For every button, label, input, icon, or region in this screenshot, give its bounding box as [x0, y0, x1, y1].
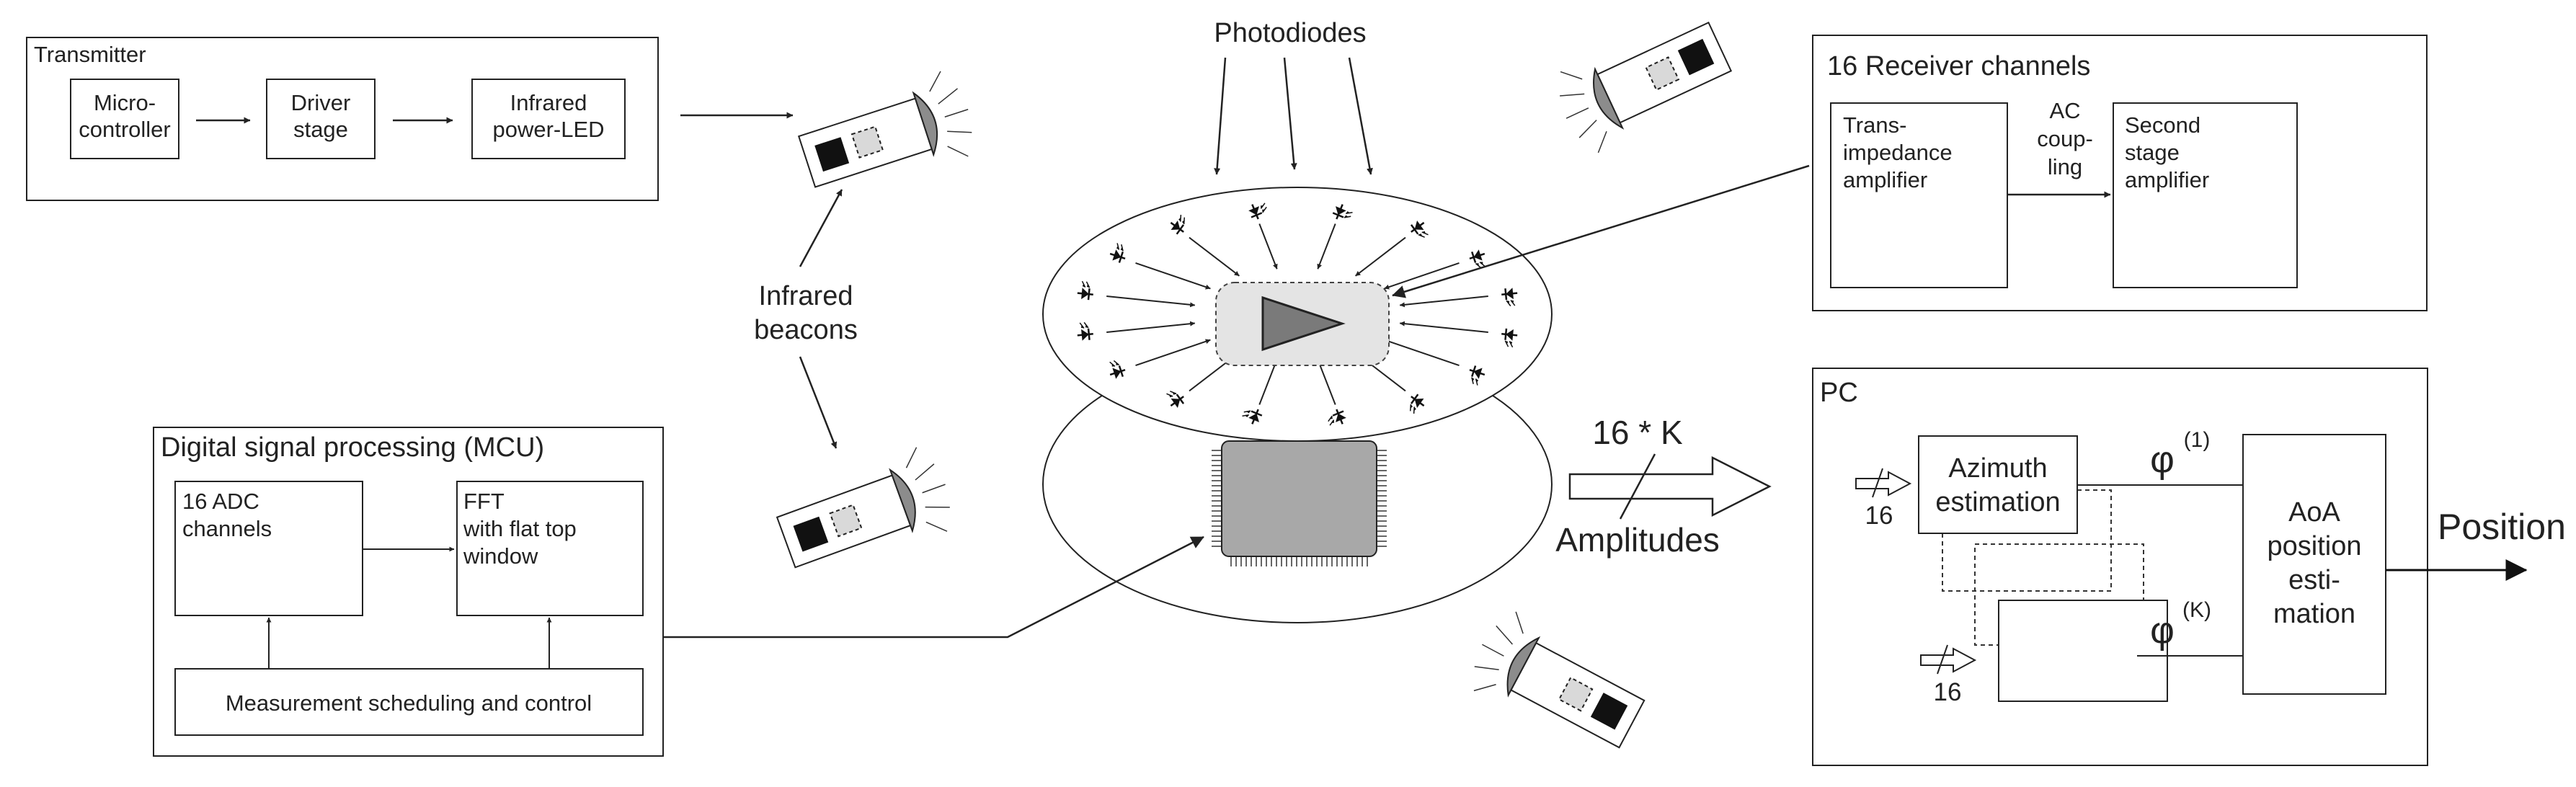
hollow-bus-arrow: [1568, 455, 1772, 517]
azimuth-label: Azimuth: [1948, 453, 2047, 484]
photodiode-signal-arrow: [1106, 321, 1196, 333]
position-label: Position: [2438, 507, 2566, 547]
transimpedance-amplifier-box: Trans- impedance amplifier: [1830, 102, 2008, 288]
infrared-beacons-text: beacons: [754, 315, 858, 345]
ac-coupling-text: ling: [2048, 154, 2082, 179]
arrow-label-to-upper-beacon: [799, 189, 843, 267]
phi-top-label: φ (1): [2150, 428, 2210, 481]
second-stage-label: Second: [2125, 112, 2200, 138]
infrared-beacon-icon: [1460, 604, 1653, 765]
adc-label: channels: [182, 516, 272, 541]
infrared-beacons-text: Infrared: [759, 281, 853, 311]
power-led-box: Infrared power-LED: [471, 79, 626, 159]
power-led-label: Infrared: [510, 90, 587, 115]
sensor-assembly: [1042, 187, 1553, 623]
ac-coupling-text: AC: [2049, 98, 2080, 123]
input-count-bottom: 16: [1934, 678, 1962, 706]
infrared-beacon-icon: [1546, 5, 1740, 160]
photodiode-ring: [1075, 198, 1520, 430]
receiver-title: 16 Receiver channels: [1827, 51, 2090, 81]
aoa-position-estimation-box: AoA position esti- mation: [2242, 434, 2386, 695]
second-stage-label: stage: [2125, 140, 2180, 165]
measurement-scheduling-box: Measurement scheduling and control: [174, 668, 644, 736]
photodiode-signal-arrow: [1135, 339, 1211, 367]
fft-label: with flat top: [463, 516, 577, 541]
tia-label: Trans-: [1843, 112, 1906, 138]
aoa-label: esti-: [2288, 565, 2340, 595]
phi-bottom-label: φ (K): [2150, 598, 2211, 652]
photodiodes-label: Photodiodes: [1214, 18, 1366, 48]
amplitudes-link: 16 * K Amplitudes: [1555, 414, 1772, 559]
photodiode-signal-arrow: [1354, 236, 1406, 277]
adc-channels-box: 16 ADC channels: [174, 481, 363, 616]
receiver-channels-block: 16 Receiver channels Trans- impedance am…: [1812, 35, 2428, 311]
photodiode-signal-arrow: [1384, 339, 1460, 367]
tia-label: amplifier: [1843, 167, 1927, 192]
fft-label: window: [463, 543, 538, 569]
ac-coupling-label: AC coup- ling: [2037, 98, 2093, 179]
photodiode-signal-arrow: [1384, 262, 1460, 290]
ac-coupling-text: coup-: [2037, 126, 2093, 151]
connector-dsp-to-chip: [663, 535, 1204, 639]
arrow-photodiode-left: [1214, 57, 1227, 175]
phi-bottom-superscript: (K): [2182, 598, 2211, 622]
fft-box: FFT with flat top window: [456, 481, 644, 616]
photodiode-signal-arrow: [1399, 295, 1488, 308]
aoa-label: position: [2268, 531, 2362, 561]
input-count-top: 16: [1865, 502, 1893, 530]
photodiode-signal-arrow: [1258, 223, 1278, 270]
infrared-beacons-label: Infrared beacons: [754, 281, 858, 345]
amplifier-triangle-icon: [1261, 295, 1346, 352]
transmitter-title: Transmitter: [34, 42, 146, 67]
azimuth-estimation-box: Azimuth estimation: [1918, 435, 2078, 534]
photodiode-signal-arrow: [1258, 359, 1278, 405]
azimuth-label: estimation: [1935, 487, 2060, 517]
phi-bottom-symbol: φ: [2150, 610, 2175, 652]
arrow-photodiode-right: [1348, 57, 1373, 175]
photodiode-signal-arrow: [1317, 223, 1336, 270]
adc-label: 16 ADC: [182, 489, 259, 514]
transmitter-block: Transmitter Micro- controller Driver sta…: [26, 37, 659, 201]
arrow-label-to-lower-beacon: [799, 356, 838, 449]
photodiode-signal-arrow: [1189, 236, 1240, 277]
dsp-title: Digital signal processing (MCU): [161, 432, 544, 463]
microcontroller-box: Micro- controller: [70, 79, 179, 159]
bus-slash: [1619, 453, 1656, 520]
infrared-beacon-icon: [770, 441, 961, 585]
photodiode-signal-arrow: [1135, 262, 1211, 290]
link-label: Amplitudes: [1555, 521, 1720, 559]
power-led-label: power-LED: [492, 117, 604, 142]
photodiode-signal-arrow: [1399, 321, 1488, 333]
microcontroller-chip-icon: [1212, 440, 1387, 566]
dsp-block: Digital signal processing (MCU) 16 ADC c…: [153, 427, 664, 757]
infrared-beacon-icon: [792, 66, 983, 205]
phi-top-symbol: φ: [2150, 439, 2175, 481]
link-count: 16 * K: [1592, 414, 1683, 451]
microcontroller-label: controller: [79, 117, 171, 142]
driver-stage-label: Driver: [291, 90, 351, 115]
tia-label: impedance: [1843, 140, 1953, 165]
arrow-photodiode-center: [1283, 57, 1297, 170]
input-arrow-top: 16: [1855, 468, 1912, 530]
driver-stage-label: stage: [293, 117, 348, 142]
aoa-label: AoA: [2288, 497, 2340, 528]
second-stage-amplifier-box: Second stage amplifier: [2113, 102, 2298, 288]
scheduling-label: Measurement scheduling and control: [226, 690, 592, 716]
pc-title: PC: [1820, 378, 1858, 408]
input-arrow-bottom: 16: [1920, 644, 1977, 706]
phi-top-superscript: (1): [2184, 428, 2211, 452]
photodiode-signal-arrow: [1317, 359, 1336, 405]
photodiode-signal-arrow: [1106, 295, 1196, 308]
driver-stage-box: Driver stage: [266, 79, 376, 159]
microcontroller-label: Micro-: [94, 90, 156, 115]
second-stage-label: amplifier: [2125, 167, 2209, 192]
fft-label: FFT: [463, 489, 505, 514]
pc-block: PC Azimuth estimation 16 16 φ (1) φ (: [1812, 368, 2428, 766]
aoa-label: mation: [2273, 599, 2355, 629]
azimuth-stack-copy: [1998, 600, 2168, 702]
pointer-receiver-to-amplifier: [1392, 164, 1810, 298]
